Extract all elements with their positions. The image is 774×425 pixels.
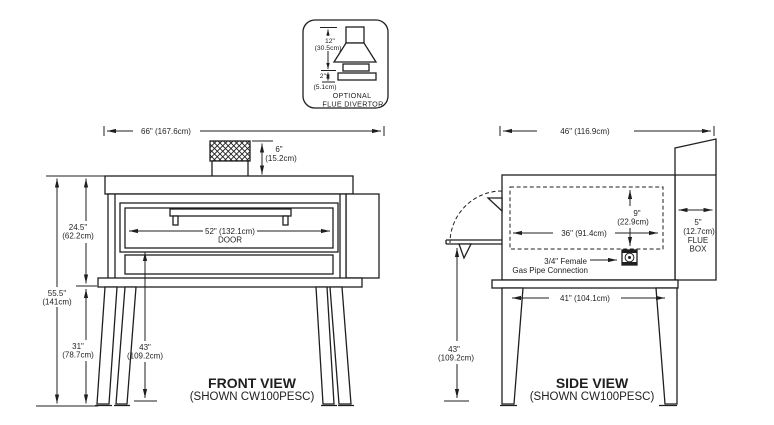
- side-deck-height-dimension: 43" (109.2cm): [438, 248, 474, 402]
- side-view: 46" (116.9cm) 9" (22.9cm): [438, 126, 717, 407]
- inset-caption-line1: OPTIONAL: [333, 91, 372, 100]
- front-leg-height-in: 31": [72, 342, 84, 351]
- side-gas-connection: 3/4" Female Gas Pipe Connection: [512, 249, 638, 275]
- front-total-height-cm: (141cm): [42, 298, 72, 307]
- front-flue-box: [345, 193, 380, 279]
- side-leg-span-label: 41" (104.1cm): [560, 294, 610, 303]
- side-legs: [500, 287, 678, 407]
- front-vent-height-cm: (15.2cm): [265, 154, 297, 163]
- side-flue-box-in: 5": [694, 218, 701, 227]
- front-width-label: 66" (167.6cm): [141, 127, 191, 136]
- side-deck-height-in: 43": [448, 345, 460, 354]
- side-flue-box-cm: (12.7cm): [683, 227, 715, 236]
- front-door-word: DOOR: [218, 236, 242, 245]
- front-upper-height-cm: (62.2cm): [62, 232, 94, 241]
- side-view-subtitle: (SHOWN CW100PESC): [530, 391, 655, 403]
- inset-dim-2cm: (5.1cm): [313, 84, 336, 91]
- side-door-handle-closed: [486, 197, 503, 213]
- side-view-title: SIDE VIEW: [556, 375, 629, 391]
- side-flue-box-word1: FLUE: [688, 236, 708, 245]
- front-leg-height-dimension: 31" (78.7cm): [62, 289, 94, 404]
- side-interior-height-cm: (22.9cm): [617, 218, 649, 227]
- front-left-dimensions: 55.5" (141cm) 24.5" (62.2cm) 31" (78.7cm…: [36, 175, 105, 407]
- front-door-dimension: 52" (132.1cm) DOOR: [129, 227, 330, 245]
- front-view: 66" (167.6cm) 6" (15.2cm): [36, 126, 385, 407]
- front-base-plate: [97, 277, 363, 288]
- side-interior-height-dimension: 9" (22.9cm): [617, 190, 649, 246]
- side-base-plate: [491, 279, 679, 289]
- inset-flue-divertor: 12" (30.5cm) 2" (5.1cm) OPTIONAL FLUE DI…: [302, 19, 389, 109]
- front-vent-height-in: 6": [275, 145, 282, 154]
- front-door-width-label: 52" (132.1cm): [205, 227, 255, 236]
- side-door-swing-arc: [449, 190, 503, 244]
- front-upper-height-dimension: 24.5" (62.2cm): [62, 178, 94, 284]
- inset-dim-12cm: (30.5cm): [315, 45, 342, 52]
- side-leg-span-dimension: 41" (104.1cm): [512, 294, 665, 303]
- gas-connection-icon: [621, 249, 638, 266]
- front-width-dimension: 66" (167.6cm): [103, 126, 385, 136]
- side-flue-box-dimension: 5" (12.7cm) FLUE BOX: [678, 207, 715, 254]
- front-vent-height-dimension: 6" (15.2cm): [252, 140, 297, 175]
- front-deck-height-in: 43": [139, 343, 151, 352]
- side-open-door: [445, 239, 502, 260]
- side-interior-dashed-outline: [509, 186, 664, 250]
- front-deck-height-cm: (109.2cm): [127, 352, 163, 361]
- side-flue-box-word2: BOX: [690, 245, 708, 254]
- inset-dimensions: 12" (30.5cm) 2" (5.1cm): [313, 27, 342, 91]
- side-open-door-handle: [458, 243, 473, 260]
- inset-dim-2in: 2": [320, 73, 327, 80]
- flue-divertor-drawing: [332, 26, 378, 81]
- front-view-title: FRONT VIEW: [208, 375, 297, 391]
- side-interior-depth-dimension: 36" (91.4cm): [513, 229, 658, 238]
- side-depth-dimension: 46" (116.9cm): [499, 126, 715, 136]
- front-door-handle: [169, 208, 292, 226]
- front-total-height-in: 55.5": [48, 289, 67, 298]
- front-deck-height-dimension: 43" (109.2cm): [127, 252, 163, 402]
- gas-connection-label-line1: 3/4" Female: [544, 257, 587, 266]
- gas-connection-label-line2: Gas Pipe Connection: [512, 266, 588, 275]
- side-body-shell: [501, 174, 676, 281]
- front-oven-body: [97, 175, 380, 288]
- front-view-subtitle: (SHOWN CW100PESC): [190, 391, 315, 403]
- front-lower-panel: [124, 254, 334, 275]
- front-leg-height-cm: (78.7cm): [62, 351, 94, 360]
- side-deck-height-cm: (109.2cm): [438, 354, 474, 363]
- front-top-slab: [104, 175, 354, 195]
- inset-dim-12in: 12": [325, 38, 336, 45]
- front-legs: [95, 286, 354, 407]
- side-interior-height-in: 9": [633, 209, 640, 218]
- front-upper-height-in: 24.5": [69, 223, 88, 232]
- side-interior-depth-label: 36" (91.4cm): [561, 229, 607, 238]
- front-total-height-dimension: 55.5" (141cm): [42, 178, 72, 404]
- inset-caption-line2: FLUE DIVERTOR: [322, 100, 383, 109]
- front-vent: [209, 140, 251, 178]
- side-depth-label: 46" (116.9cm): [560, 127, 610, 136]
